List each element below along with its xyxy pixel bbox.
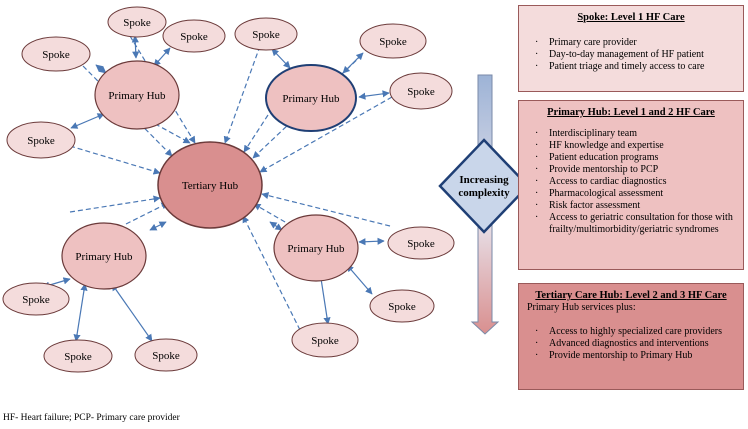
spoke-label: Spoke: [311, 335, 339, 347]
spoke-label: Spoke: [407, 238, 435, 250]
footnote: HF- Heart failure; PCP- Primary care pro…: [3, 413, 180, 423]
spoke-node: Spoke: [234, 17, 298, 51]
primary-hub-node: Primary Hub: [94, 60, 180, 130]
spoke-node: Spoke: [107, 6, 167, 38]
spoke-care-box: Spoke: Level 1 HF Care Primary care prov…: [518, 5, 744, 92]
spoke-node: Spoke: [6, 121, 76, 159]
primary-hub-node: Primary Hub: [265, 64, 357, 132]
spoke-node: Spoke: [2, 282, 70, 316]
list-item: Day-to-day management of HF patient: [525, 49, 737, 61]
list-item: Primary care provider: [525, 37, 737, 49]
spoke-label: Spoke: [27, 135, 55, 147]
spoke-node: Spoke: [369, 289, 435, 323]
complexity-label-line2: complexity: [458, 187, 510, 199]
list-item: Interdisciplinary team: [525, 128, 737, 140]
spoke-label: Spoke: [379, 36, 407, 48]
tertiary-hub-node: Tertiary Hub: [157, 141, 263, 229]
spoke-node: Spoke: [43, 339, 113, 373]
spoke-label: Spoke: [64, 351, 92, 363]
primary-hub-label: Primary Hub: [75, 251, 133, 263]
complexity-label-line1: Increasing: [459, 174, 509, 186]
list-item: Access to highly specialized care provid…: [525, 326, 737, 338]
primary-box-list: Interdisciplinary team HF knowledge and …: [525, 128, 737, 236]
tertiary-box-list: Access to highly specialized care provid…: [525, 326, 737, 362]
list-item: HF knowledge and expertise: [525, 140, 737, 152]
list-item: Provide mentorship to Primary Hub: [525, 350, 737, 362]
list-item: Advanced diagnostics and interventions: [525, 338, 737, 350]
primary-hub-label: Primary Hub: [287, 243, 345, 255]
primary-hub-care-box: Primary Hub: Level 1 and 2 HF Care Inter…: [518, 100, 744, 270]
spoke-label: Spoke: [42, 49, 70, 61]
spoke-box-list: Primary care provider Day-to-day managem…: [525, 37, 737, 73]
list-item: Access to geriatric consultation for tho…: [525, 212, 737, 236]
list-item: Pharmacological assessment: [525, 188, 737, 200]
list-item: Patient triage and timely access to care: [525, 61, 737, 73]
list-item: Provide mentorship to PCP: [525, 164, 737, 176]
spoke-label: Spoke: [388, 301, 416, 313]
spoke-box-title: Spoke: Level 1 HF Care: [577, 12, 685, 23]
tertiary-hub-label: Tertiary Hub: [182, 180, 239, 192]
list-item: Patient education programs: [525, 152, 737, 164]
spoke-node: Spoke: [389, 72, 453, 110]
spoke-label: Spoke: [407, 86, 435, 98]
spoke-node: Spoke: [21, 36, 91, 72]
spoke-label: Spoke: [152, 350, 180, 362]
spoke-label: Spoke: [22, 294, 50, 306]
complexity-diamond: Increasing complexity: [438, 138, 530, 234]
tertiary-hub-care-box: Tertiary Care Hub: Level 2 and 3 HF Care…: [518, 283, 744, 390]
spoke-label: Spoke: [252, 29, 280, 41]
spoke-node: Spoke: [134, 338, 198, 372]
spoke-node: Spoke: [387, 226, 455, 260]
spoke-node: Spoke: [359, 23, 427, 59]
tertiary-box-title: Tertiary Care Hub: Level 2 and 3 HF Care: [535, 290, 727, 301]
spoke-label: Spoke: [180, 31, 208, 43]
spoke-node: Spoke: [162, 19, 226, 53]
solid-connectors: [42, 35, 390, 342]
list-item: Access to cardiac diagnostics: [525, 176, 737, 188]
spoke-node: Spoke: [291, 322, 359, 358]
tertiary-box-intro: Primary Hub services plus:: [527, 302, 636, 313]
list-item: Risk factor assessment: [525, 200, 737, 212]
spoke-label: Spoke: [123, 17, 151, 29]
primary-box-title: Primary Hub: Level 1 and 2 HF Care: [547, 107, 715, 118]
primary-hub-label: Primary Hub: [108, 90, 166, 102]
primary-hub-node: Primary Hub: [61, 222, 147, 290]
primary-hub-node: Primary Hub: [273, 214, 359, 282]
primary-hub-label: Primary Hub: [282, 93, 340, 105]
